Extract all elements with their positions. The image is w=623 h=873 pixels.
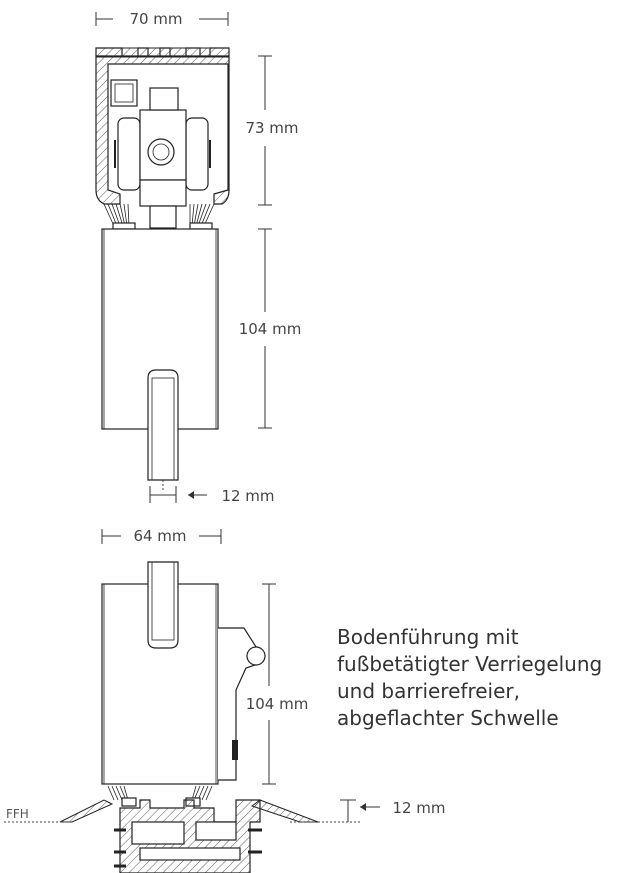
top-rail-profile [95,47,230,230]
caption-line-1: Bodenführung mit [337,625,519,649]
caption-line-2: fußbetätigter Verriegelung [337,652,603,676]
floor-label: FFH [6,807,29,821]
dimension-top-width: 70 mm [95,10,229,28]
dimension-upper-body-height-label: 104 mm [239,320,302,338]
threshold-profile [59,799,319,873]
lower-door-leaf [101,561,266,807]
dimension-top-height-label: 73 mm [245,119,298,137]
dimension-lower-body-height-label: 104 mm [246,695,309,713]
dimension-threshold-height-label: 12 mm [392,799,445,817]
dimension-top-width-label: 70 mm [129,10,182,28]
dimension-lower-width-label: 64 mm [133,527,186,545]
dimension-top-height: 73 mm [245,55,299,206]
brush-left [103,203,130,227]
caption-line-4: abgeflachter Schwelle [337,706,559,730]
dimension-pin-width-label: 12 mm [221,487,274,505]
caption-line-3: und barrierefreier, [337,679,520,703]
brush-right [189,203,215,227]
dimension-lower-width: 64 mm [101,527,222,545]
dimension-upper-body-height: 104 mm [239,228,302,429]
caption: Bodenführung mit fußbetätigter Verriegel… [337,624,622,732]
upper-door-leaf [101,228,219,490]
dimension-threshold-height: 12 mm [340,799,446,822]
floor-line: FFH [4,807,360,823]
dimension-pin-width: 12 mm [149,486,275,505]
dimension-lower-body-height: 104 mm [246,583,309,785]
